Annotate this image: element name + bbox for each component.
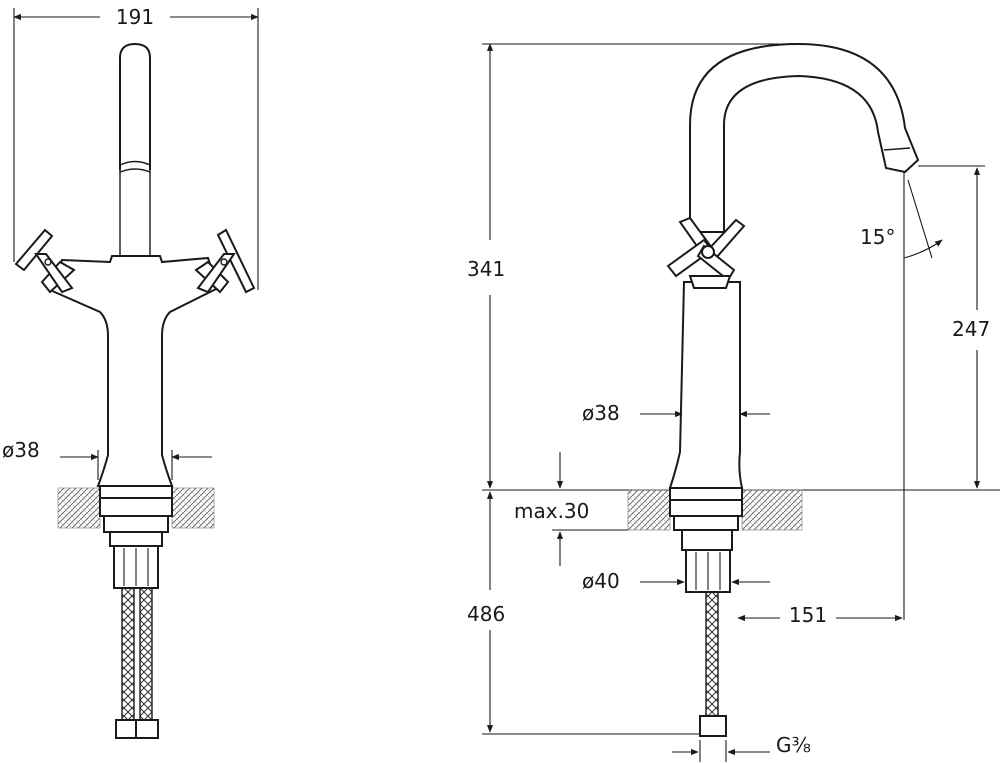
- body-diameter-label: ø38: [582, 401, 620, 425]
- side-view: 341 486 247 15°: [467, 42, 1000, 762]
- side-counter-right: [741, 489, 803, 531]
- side-shank-diameter: ø40: [582, 569, 770, 593]
- front-left-handle: [14, 228, 76, 294]
- front-body: [48, 255, 220, 487]
- width-label: 191: [116, 5, 154, 29]
- front-counter-left: [57, 487, 101, 529]
- spout-height-label: 247: [952, 317, 990, 341]
- front-hose-left: [121, 587, 135, 721]
- side-body: [668, 281, 744, 489]
- total-height-dimension: 341: [467, 43, 780, 489]
- shank-diameter-label: ø40: [582, 569, 620, 593]
- front-view: 191 ø38: [2, 5, 259, 739]
- spout-angle-label: 15°: [860, 225, 895, 249]
- reach-label: 151: [789, 603, 827, 627]
- connection-label: G⅜: [776, 733, 811, 757]
- total-height-label: 341: [467, 257, 505, 281]
- max-deck-dimension: max.30: [514, 452, 628, 566]
- front-right-handle: [194, 228, 256, 294]
- side-counter-left: [627, 489, 671, 531]
- side-cross-handle: [666, 216, 746, 289]
- side-spout: [689, 42, 920, 233]
- front-spout: [119, 42, 151, 170]
- front-base-diameter: ø38: [2, 438, 212, 480]
- spout-height-dimension: 247: [918, 165, 990, 489]
- spout-angle: 15°: [860, 179, 943, 259]
- front-diameter-label: ø38: [2, 438, 40, 462]
- front-counter-right: [171, 487, 215, 529]
- side-body-diameter: ø38: [582, 401, 770, 425]
- max-deck-label: max.30: [514, 499, 589, 523]
- reach-dimension: 151: [737, 603, 903, 627]
- connection-dimension: G⅜: [672, 733, 811, 762]
- hose-length-label: 486: [467, 602, 505, 626]
- side-hose: [705, 591, 719, 717]
- width-dimension: 191: [13, 5, 259, 290]
- front-hose-right: [139, 587, 153, 721]
